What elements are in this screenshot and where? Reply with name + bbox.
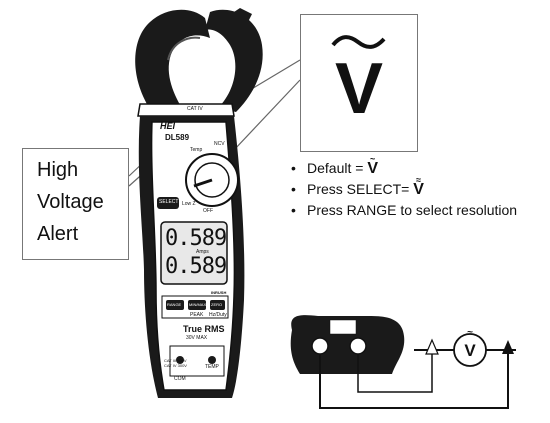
minmax-button-shape xyxy=(188,300,206,310)
volt-socket xyxy=(349,337,367,355)
brand-logo: HEI xyxy=(160,121,176,131)
select-button: SELECT xyxy=(159,199,179,205)
jaw-cat-label: CAT IV xyxy=(187,106,203,112)
range-button: RANGE xyxy=(167,302,182,307)
zero-button: ZERO xyxy=(211,302,223,307)
voltmeter-letter: ~ V xyxy=(456,328,484,365)
probe-arrow-right xyxy=(502,340,514,354)
com-socket xyxy=(311,337,329,355)
lcd-unit-label: Amps xyxy=(196,249,209,255)
alert-line-3: Alert xyxy=(37,223,79,245)
select-button-shape xyxy=(157,197,179,209)
probe-arrow-left xyxy=(425,338,439,355)
high-voltage-alert-callout: High Voltage Alert xyxy=(22,148,129,260)
com-label: COM xyxy=(174,376,186,382)
warning-label xyxy=(329,319,357,335)
jaw-highlight xyxy=(167,36,201,61)
dial-label-temp: Temp xyxy=(190,147,203,153)
hz-duty-label: Hz/Duty xyxy=(209,312,227,318)
true-rms-label: True RMS xyxy=(183,324,225,334)
lcd-screen xyxy=(160,221,228,285)
inrush-label: INRUSH xyxy=(211,290,227,295)
dial-label-lowz: Low Z xyxy=(182,201,196,207)
com-jack xyxy=(176,356,184,364)
alert-line-2: Voltage xyxy=(37,191,104,213)
cat-line-1: CAT III 600V xyxy=(164,358,187,363)
voltmeter-symbol xyxy=(453,333,487,367)
dial-label-off: OFF xyxy=(203,208,213,214)
alert-line-1: High xyxy=(37,159,79,181)
list-item: •Press SELECT= ≈V xyxy=(291,175,424,200)
dial-label-ncv: NCV xyxy=(214,141,225,147)
v-symbol-select: ≈V xyxy=(413,175,424,200)
v-symbol-default: ~V xyxy=(367,154,378,179)
bullet-text-default: Default = xyxy=(307,160,368,176)
lead-black xyxy=(319,350,509,409)
voltmeter-v: V xyxy=(464,341,476,360)
wave-mark-double: ≈ xyxy=(416,175,422,185)
ac-voltage-symbol-callout: V xyxy=(300,14,418,152)
lead-red xyxy=(357,354,433,393)
clamp-jaw-left xyxy=(135,9,210,112)
dial-pointer xyxy=(193,178,213,188)
symbol-letter: V xyxy=(413,181,424,198)
max-voltage-label: 30V MAX xyxy=(186,335,208,341)
list-item: •Default = ~V xyxy=(291,154,378,179)
instruction-list: •Default = ~V •Press SELECT= ≈V •Press R… xyxy=(291,154,518,221)
v-symbol-large: V xyxy=(334,49,384,129)
model-label: DL589 xyxy=(165,133,190,142)
range-button-shape xyxy=(166,300,184,310)
wave-mark-small: ~ xyxy=(370,154,376,164)
temp-jack xyxy=(208,356,216,364)
peak-label: PEAK xyxy=(190,312,204,318)
list-item: •Press RANGE to select resolution xyxy=(291,202,518,218)
zero-button-shape xyxy=(210,300,225,310)
temp-jack-label: TEMP xyxy=(205,364,219,370)
voltmeter-wave: ~ xyxy=(467,327,473,338)
minmax-button: MIN/MAX xyxy=(189,302,207,307)
jaw-collar xyxy=(137,103,235,117)
lcd-secondary-reading: 0.589 xyxy=(165,254,227,279)
cat-rating: CAT III 600V CAT IV 300V xyxy=(164,358,187,368)
cat-line-2: CAT IV 300V xyxy=(164,363,187,368)
lcd-primary-reading: 0.589 xyxy=(165,226,227,251)
bullet-text-range: Press RANGE to select resolution xyxy=(307,202,518,218)
jaw-trigger xyxy=(225,8,252,30)
wiring-diagram xyxy=(290,315,516,409)
wave-mark xyxy=(331,35,386,49)
clamp-jaw-right xyxy=(205,9,263,112)
symbol-letter: V xyxy=(367,160,378,177)
bullet-text-select: Press SELECT= xyxy=(307,181,414,197)
